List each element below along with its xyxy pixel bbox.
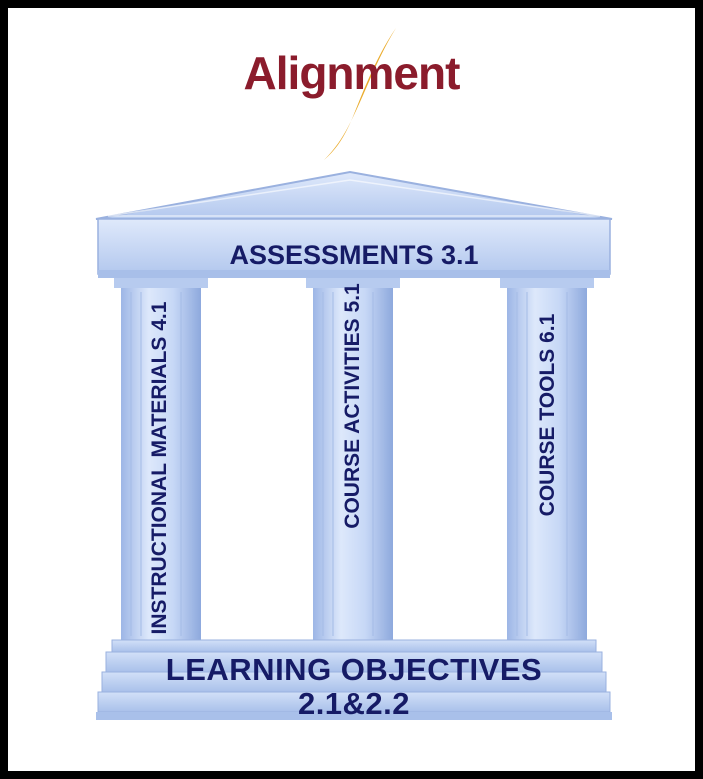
pillar-1 <box>114 278 208 640</box>
swoosh-logo-mark <box>324 28 396 160</box>
assessments-label: ASSESSMENTS 3.1 <box>229 240 479 270</box>
pediment-roof <box>95 170 613 220</box>
pillar-3 <box>500 278 594 640</box>
learning-objectives-label: LEARNING OBJECTIVES <box>165 652 543 687</box>
pillar-label-course-tools: COURSE TOOLS 6.1 <box>536 313 559 517</box>
diagram-title: Alignment <box>243 47 461 99</box>
pillar-label-course-activities: COURSE ACTIVITIES 5.1 <box>341 283 364 529</box>
pillar-label-instructional-materials: INSTRUCTIONAL MATERIALS 4.1 <box>148 301 171 635</box>
pillar-2 <box>306 278 400 640</box>
foundation-steps <box>96 639 612 720</box>
learning-objectives-codes: 2.1&2.2 <box>297 686 411 721</box>
